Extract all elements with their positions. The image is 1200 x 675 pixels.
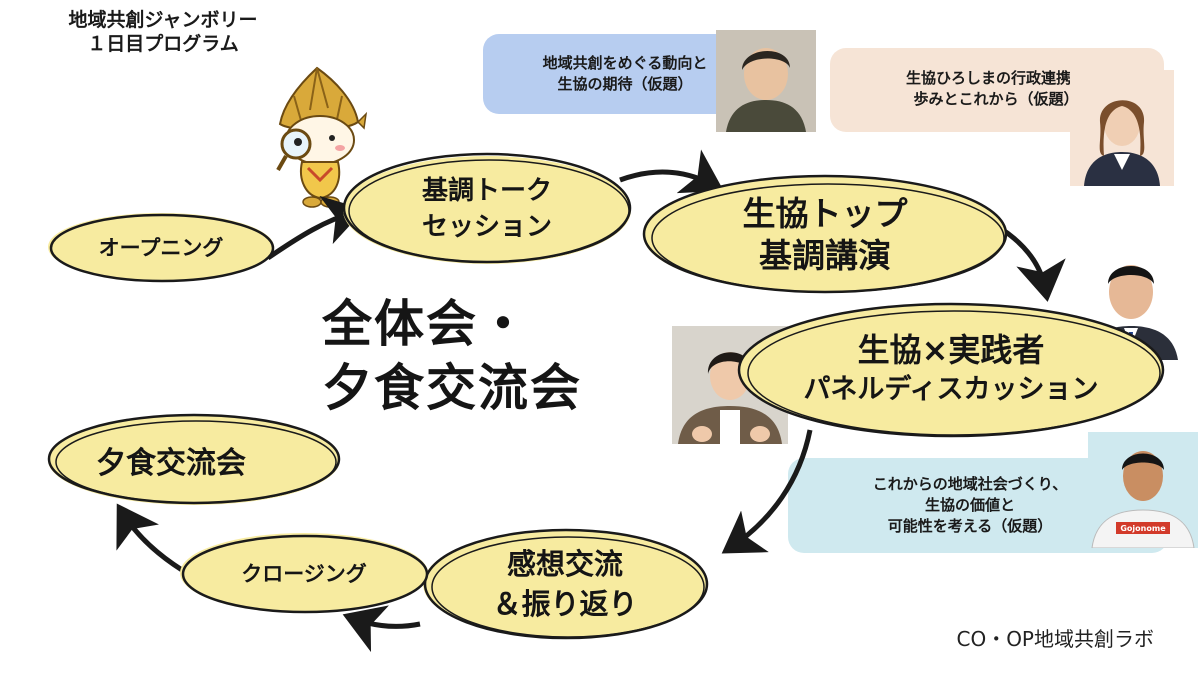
footer-credit: CO・OP地域共創ラボ — [956, 627, 1154, 651]
callout-history-text: 生協ひろしまの行政連携の 歩みとこれから（仮題） — [880, 68, 1112, 110]
node-keynote-session: 基調トーク セッション — [340, 150, 634, 268]
node-opening-label: オープニング — [98, 236, 224, 260]
arrow-panel-to-reflection — [721, 429, 813, 554]
callout-future-line1: これからの地域社会づくり、 — [872, 475, 1068, 493]
node-panel-line2: パネルディスカッション — [803, 374, 1099, 405]
callout-history-line2: 歩みとこれから（仮題） — [913, 90, 1079, 108]
arrow-keynote-to-top — [619, 149, 724, 194]
node-dinner: 夕食交流会 — [46, 412, 346, 508]
callout-history-line1: 生協ひろしまの行政連携の — [905, 69, 1086, 87]
node-top-keynote: 生協トップ 基調講演 — [640, 172, 1010, 298]
arrow-closing-to-dinner — [116, 503, 184, 573]
center-title-line1: 全体会・ — [322, 295, 530, 353]
arrow-top-to-panel — [998, 225, 1066, 302]
node-panel-discussion: 生協×実践者 パネルディスカッション — [736, 300, 1166, 440]
speaker-photo-5: Gojonome — [1088, 432, 1198, 548]
page-title-line1: 地域共創ジャンボリー — [68, 9, 258, 31]
node-keynote-session-line2: セッション — [421, 212, 552, 242]
callout-future-line2: 生協の価値と — [924, 496, 1015, 514]
arrow-reflection-to-closing — [342, 605, 421, 653]
callout-future-line3: 可能性を考える（仮題） — [887, 517, 1053, 535]
page-title-line2: １日目プログラム — [87, 33, 239, 55]
node-reflection-line1: 感想交流 — [506, 547, 623, 581]
center-title: 全体会・ 夕食交流会 — [322, 292, 652, 420]
mascot-illustration — [262, 62, 372, 212]
node-top-keynote-line2: 基調講演 — [759, 236, 891, 275]
page-title: 地域共創ジャンボリー １日目プログラム — [48, 8, 278, 56]
center-title-line2: 夕食交流会 — [322, 359, 582, 417]
callout-trends-line2: 生協の期待（仮題） — [557, 75, 693, 93]
speaker-photo-2 — [1070, 70, 1174, 186]
node-closing: クロージング — [178, 530, 430, 616]
node-top-keynote-line1: 生協トップ — [742, 194, 908, 233]
node-panel-line1: 生協×実践者 — [857, 331, 1045, 369]
node-dinner-label: 夕食交流会 — [96, 446, 246, 481]
node-reflection-line2: ＆振り返り — [492, 587, 638, 621]
callout-future-text: これからの地域社会づくり、 生協の価値と 可能性を考える（仮題） — [846, 474, 1094, 537]
node-closing-label: クロージング — [241, 562, 367, 586]
callout-trends-line1: 地域共創をめぐる動向と — [542, 54, 708, 72]
speaker-photo-1 — [716, 30, 816, 132]
callout-trends-text: 地域共創をめぐる動向と 生協の期待（仮題） — [515, 53, 735, 95]
node-reflection: 感想交流 ＆振り返り — [420, 526, 710, 642]
shirt-text: Gojonome — [1120, 524, 1166, 533]
node-opening: オープニング — [46, 210, 276, 284]
node-keynote-session-line1: 基調トーク — [421, 176, 552, 206]
